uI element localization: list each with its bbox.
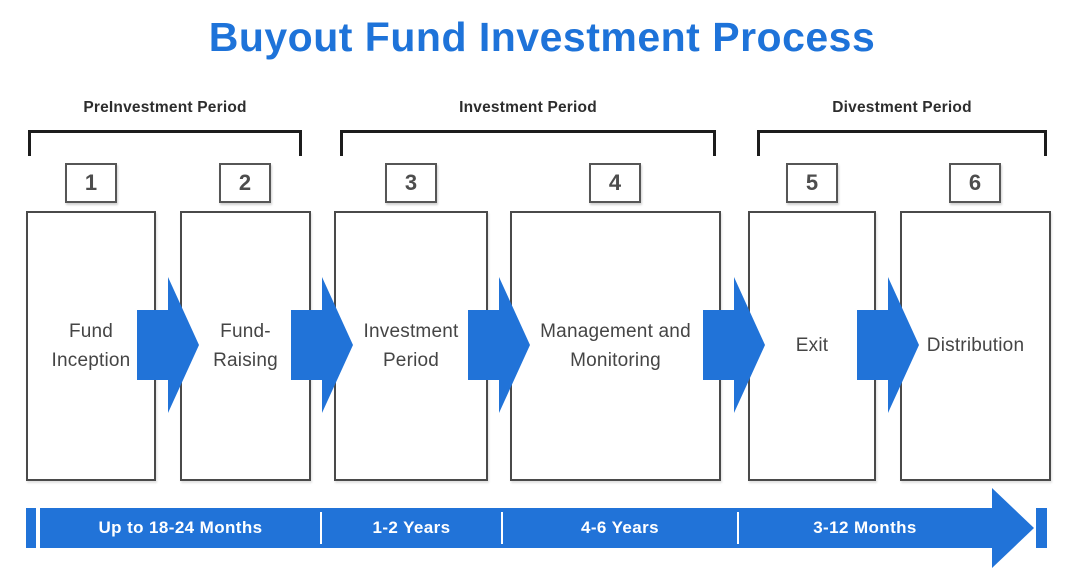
step-number-1: 1 <box>65 163 117 203</box>
stage-box-distribution: Distribution <box>900 211 1051 481</box>
stage-box-investment-period: Investment Period <box>334 211 488 481</box>
timeline-segment-divestment: 3-12 Months <box>813 518 917 537</box>
timeline-bar: Up to 18-24 Months 1-2 Years 4-6 Years 3… <box>40 508 992 548</box>
step-number-2: 2 <box>219 163 271 203</box>
period-bracket-divestment <box>757 130 1047 156</box>
timeline-segment-investment: 1-2 Years <box>372 518 451 537</box>
period-label-investment: Investment Period <box>459 99 597 116</box>
stage-box-fund-inception: Fund Inception <box>26 211 156 481</box>
timeline-divider <box>501 512 503 544</box>
period-label-preinvestment: PreInvestment Period <box>83 99 247 116</box>
stage-label: Exit <box>795 335 829 357</box>
stage-box-management-monitoring: Management and Monitoring <box>510 211 721 481</box>
flow-arrow-icon <box>291 277 353 413</box>
step-number-5: 5 <box>786 163 838 203</box>
timeline-divider <box>320 512 322 544</box>
flow-arrow-icon <box>703 277 765 413</box>
step-number-3: 3 <box>385 163 437 203</box>
stage-label: Management and Monitoring <box>540 320 691 371</box>
stage-label: Distribution <box>926 335 1025 357</box>
flow-arrow-icon <box>857 277 919 413</box>
stage-label: Fund-Raising <box>213 320 278 371</box>
timeline-segment-management: 4-6 Years <box>581 518 659 537</box>
flow-arrow-icon <box>137 277 199 413</box>
timeline-segment-preinvestment: Up to 18-24 Months <box>98 518 263 537</box>
timeline-end-cap <box>1036 508 1047 548</box>
period-bracket-investment <box>340 130 716 156</box>
timeline-arrowhead-icon <box>992 488 1034 568</box>
step-number-4: 4 <box>589 163 641 203</box>
stage-box-exit: Exit <box>748 211 876 481</box>
step-number-6: 6 <box>949 163 1001 203</box>
page-title: Buyout Fund Investment Process <box>208 14 876 60</box>
flow-arrow-icon <box>468 277 530 413</box>
timeline-divider <box>737 512 739 544</box>
period-bracket-preinvestment <box>28 130 302 156</box>
stage-label: Investment Period <box>363 320 459 371</box>
period-label-divestment: Divestment Period <box>832 99 972 116</box>
stage-label: Fund Inception <box>51 320 131 371</box>
timeline-start-cap <box>26 508 36 548</box>
